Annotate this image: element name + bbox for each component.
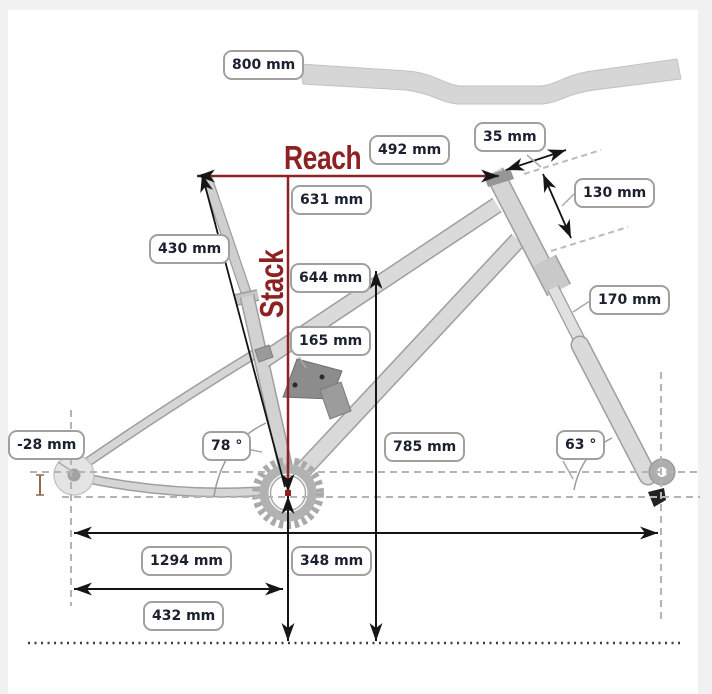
rear-hub [53, 454, 95, 496]
stem-length-line [505, 149, 567, 171]
suspension-fork [532, 254, 658, 486]
head-tube-length-line [542, 173, 572, 239]
head-angle-arc [573, 437, 613, 491]
chain-guide [254, 344, 352, 420]
head-tube-bottom-dashed-line [550, 226, 629, 252]
bike-frame [78, 167, 550, 498]
seat-tube-line [200, 173, 286, 488]
seat-angle-arc [213, 422, 267, 497]
bb-center-marker [285, 490, 291, 496]
bb-drop-tick [36, 474, 44, 496]
dimension-lines [74, 149, 658, 641]
handlebar-illustration [299, 58, 682, 105]
